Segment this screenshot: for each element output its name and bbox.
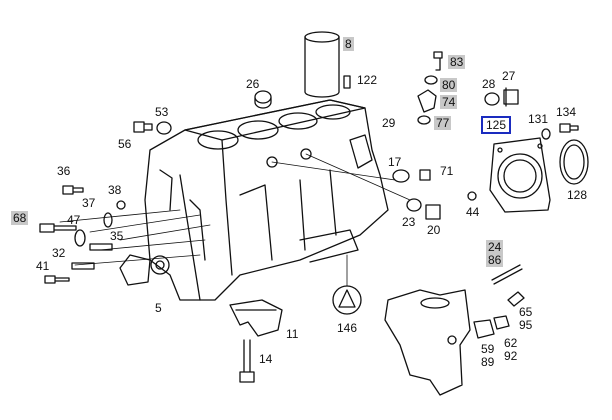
bolt-134-part[interactable] — [559, 123, 579, 133]
label-38[interactable]: 38 — [108, 183, 122, 197]
fitting-65-part[interactable] — [507, 291, 525, 307]
label-122[interactable]: 122 — [357, 73, 378, 87]
label-44[interactable]: 44 — [466, 205, 480, 219]
label-26[interactable]: 26 — [246, 77, 260, 91]
label-134[interactable]: 134 — [556, 105, 577, 119]
label-125-selected[interactable]: 125 — [481, 116, 512, 134]
label-29[interactable]: 29 — [382, 116, 396, 130]
washer-131-part[interactable] — [541, 128, 551, 140]
bracket-11-part[interactable] — [229, 299, 283, 337]
label-47[interactable]: 47 — [67, 213, 81, 227]
label-95[interactable]: 95 — [519, 318, 533, 332]
label-28[interactable]: 28 — [482, 77, 496, 91]
plug-part[interactable] — [254, 90, 272, 109]
label-62[interactable]: 62 — [504, 336, 518, 350]
label-77[interactable]: 77 — [434, 116, 452, 130]
dowel-pin-part[interactable] — [343, 75, 351, 89]
label-146[interactable]: 146 — [337, 321, 358, 335]
label-27[interactable]: 27 — [502, 69, 516, 83]
seal-ring-part[interactable] — [484, 92, 500, 106]
label-5[interactable]: 5 — [155, 301, 162, 315]
label-89[interactable]: 89 — [481, 355, 495, 369]
cap-146-part[interactable] — [332, 285, 362, 315]
rear-cover-part[interactable] — [489, 137, 551, 213]
label-59[interactable]: 59 — [481, 342, 495, 356]
cylinder-liner-part[interactable] — [304, 31, 340, 98]
label-65[interactable]: 65 — [519, 305, 533, 319]
label-92[interactable]: 92 — [504, 349, 518, 363]
bolt-14-part[interactable] — [239, 339, 255, 383]
stud-part[interactable] — [491, 264, 523, 285]
label-11[interactable]: 11 — [286, 327, 299, 341]
engine-block-part[interactable] — [119, 99, 389, 301]
label-68[interactable]: 68 — [11, 211, 29, 225]
label-131[interactable]: 131 — [528, 112, 549, 126]
label-8[interactable]: 8 — [343, 37, 354, 51]
label-17[interactable]: 17 — [388, 155, 402, 169]
pin-44-part[interactable] — [467, 191, 477, 201]
rear-seal-part[interactable] — [559, 139, 589, 185]
label-53[interactable]: 53 — [155, 105, 169, 119]
label-80[interactable]: 80 — [440, 78, 458, 92]
label-24[interactable]: 24 — [486, 240, 504, 254]
plug-71-part[interactable] — [419, 169, 431, 181]
label-86[interactable]: 86 — [486, 253, 504, 267]
label-36[interactable]: 36 — [57, 164, 71, 178]
block-plug-part[interactable] — [133, 121, 172, 135]
label-23[interactable]: 23 — [402, 215, 416, 229]
label-71[interactable]: 71 — [440, 164, 454, 178]
label-128[interactable]: 128 — [567, 188, 588, 202]
label-32[interactable]: 32 — [52, 246, 66, 260]
label-83[interactable]: 83 — [448, 55, 466, 69]
timing-case-part[interactable] — [384, 289, 510, 396]
label-74[interactable]: 74 — [440, 95, 458, 109]
label-56[interactable]: 56 — [118, 137, 132, 151]
label-20[interactable]: 20 — [427, 223, 441, 237]
washer-23-part[interactable] — [406, 198, 422, 212]
left-bolts-parts[interactable] — [39, 185, 126, 284]
plug-screw-part[interactable] — [503, 87, 519, 107]
label-35[interactable]: 35 — [110, 229, 124, 243]
label-41[interactable]: 41 — [36, 259, 50, 273]
label-14[interactable]: 14 — [259, 352, 273, 366]
oil-fitting-parts[interactable] — [417, 51, 443, 125]
label-37[interactable]: 37 — [82, 196, 96, 210]
plug-20-part[interactable] — [425, 204, 441, 220]
cap-17-part[interactable] — [392, 169, 410, 183]
